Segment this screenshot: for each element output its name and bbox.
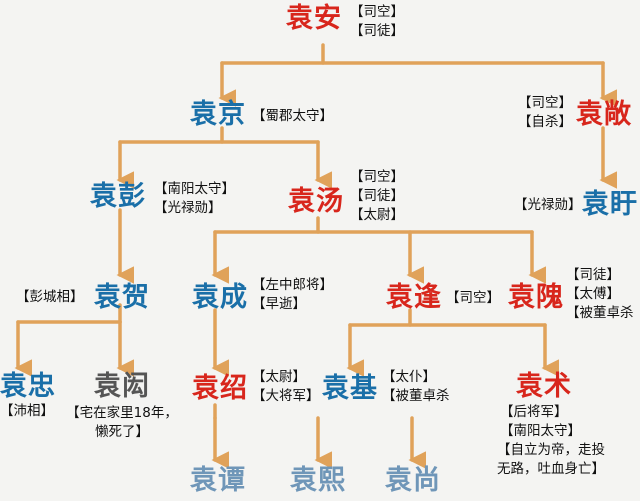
- title-item: 【沛相】: [0, 403, 54, 419]
- titles-yuan-cheng: 【左中郎将】 【早逝】: [252, 276, 333, 314]
- title-item: 【大将军】: [252, 388, 320, 404]
- titles-yuan-wei: 【司徒】 【太傅】 【被董卓杀: [566, 266, 634, 323]
- node-yuan-cheng: 袁成: [192, 282, 248, 313]
- node-yuan-he: 袁贺: [94, 282, 150, 313]
- node-yuan-ji: 袁基: [322, 373, 378, 404]
- titles-yuan-xu: 【光禄勋】: [514, 196, 582, 215]
- titles-yuan-feng: 【司空】: [446, 289, 500, 308]
- titles-yuan-zhong: 【沛相】: [0, 402, 54, 421]
- title-item: 【太仆】: [382, 369, 436, 385]
- title-item: 【司空】: [350, 169, 404, 185]
- node-yuan-chang: 袁敞: [576, 99, 632, 130]
- node-yuan-wei: 袁隗: [508, 282, 564, 313]
- titles-yuan-tang: 【司空】 【司徒】 【太尉】: [350, 168, 404, 225]
- title-item: 【司徒】: [566, 267, 620, 283]
- node-yuan-feng: 袁逢: [386, 282, 442, 313]
- title-item: 【司徒】: [350, 188, 404, 204]
- node-yuan-xu: 袁盱: [582, 189, 638, 220]
- titles-yuan-jing: 【蜀郡太守】: [252, 107, 333, 126]
- node-yuan-peng: 袁彭: [90, 181, 146, 212]
- title-item: 【司空】: [518, 95, 572, 111]
- title-item: 【司空】: [350, 4, 404, 20]
- title-item: 【蜀郡太守】: [252, 108, 333, 124]
- node-yuan-zhong: 袁忠: [0, 371, 56, 402]
- note-yuan-shu: 【自立为帝，走投无路，吐血身亡】: [497, 442, 605, 477]
- node-yuan-hong: 袁闳: [94, 371, 150, 402]
- node-yuan-shu: 袁术: [516, 371, 572, 402]
- titles-yuan-chang: 【司空】 【自杀】: [518, 94, 572, 132]
- title-item: 【光禄勋】: [514, 197, 582, 213]
- title-item: 【太尉】: [350, 207, 404, 223]
- title-item: 【后将军】: [500, 404, 568, 420]
- title-item: 【早逝】: [252, 296, 306, 312]
- title-item: 【南阳太守】: [500, 423, 581, 439]
- titles-yuan-he: 【彭城相】: [16, 288, 84, 307]
- note-yuan-hong: 【宅在家里18年，懒死了】: [66, 405, 178, 440]
- node-yuan-shao: 袁绍: [192, 373, 248, 404]
- node-yuan-an: 袁安: [286, 3, 342, 34]
- title-item: 【自杀】: [518, 114, 572, 130]
- titles-yuan-peng: 【南阳太守】 【光禄勋】: [154, 180, 235, 218]
- titles-yuan-ji: 【太仆】 【被董卓杀: [382, 368, 450, 406]
- title-item: 【太尉】: [252, 369, 306, 385]
- title-item: 【南阳太守】: [154, 181, 235, 197]
- titles-yuan-shao: 【太尉】 【大将军】: [252, 368, 320, 406]
- title-item: 【左中郎将】: [252, 277, 333, 293]
- node-yuan-tan: 袁谭: [190, 465, 246, 496]
- titles-yuan-an: 【司空】 【司徒】: [350, 3, 404, 41]
- node-yuan-jing: 袁京: [190, 99, 246, 130]
- node-yuan-shang: 袁尚: [385, 465, 441, 496]
- title-item: 【太傅】: [566, 286, 620, 302]
- title-item: 【被董卓杀: [566, 305, 634, 321]
- node-yuan-xi: 袁熙: [290, 465, 346, 496]
- node-yuan-tang: 袁汤: [288, 186, 344, 217]
- titles-yuan-shu: 【后将军】 【南阳太守】: [500, 403, 581, 441]
- title-item: 【司徒】: [350, 23, 404, 39]
- title-item: 【彭城相】: [16, 289, 84, 305]
- title-item: 【被董卓杀: [382, 388, 450, 404]
- title-item: 【司空】: [446, 290, 500, 306]
- title-item: 【光禄勋】: [154, 200, 222, 216]
